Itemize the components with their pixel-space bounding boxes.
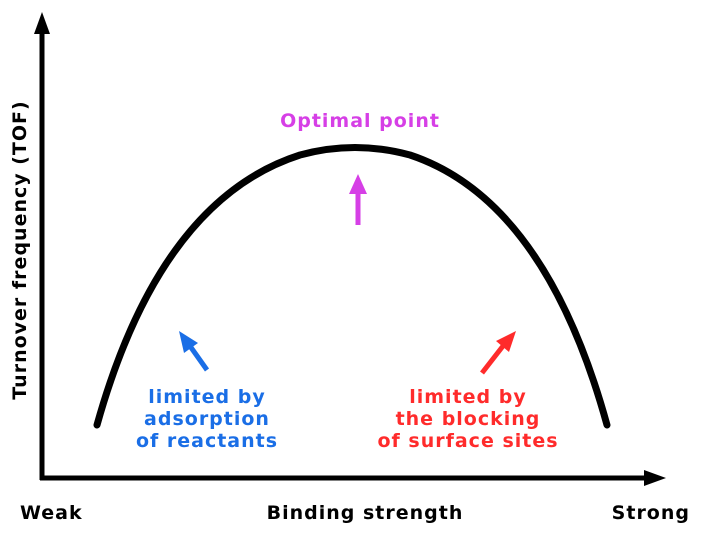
left-annotation-line-1: limited by — [148, 386, 266, 408]
volcano-curve — [93, 144, 611, 429]
right-annotation-line-2: the blocking — [396, 408, 541, 430]
y-axis-arrowhead — [34, 12, 50, 34]
optimal-arrow — [349, 174, 367, 225]
x-right-label: Strong — [612, 502, 690, 524]
optimal-point-label: Optimal point — [280, 110, 440, 132]
x-axis-label: Binding strength — [267, 502, 464, 524]
y-axis-label: Turnover frequency (TOF) — [9, 100, 31, 399]
x-axis-arrowhead — [644, 470, 666, 486]
right-annotation-line-3: of surface sites — [377, 430, 558, 452]
left-arrow — [179, 331, 210, 372]
left-annotation-line-3: of reactants — [136, 430, 278, 452]
right-arrow — [480, 331, 516, 375]
x-left-label: Weak — [20, 502, 83, 524]
right-annotation-line-1: limited by — [409, 386, 527, 408]
left-annotation-line-2: adsorption — [144, 408, 270, 430]
